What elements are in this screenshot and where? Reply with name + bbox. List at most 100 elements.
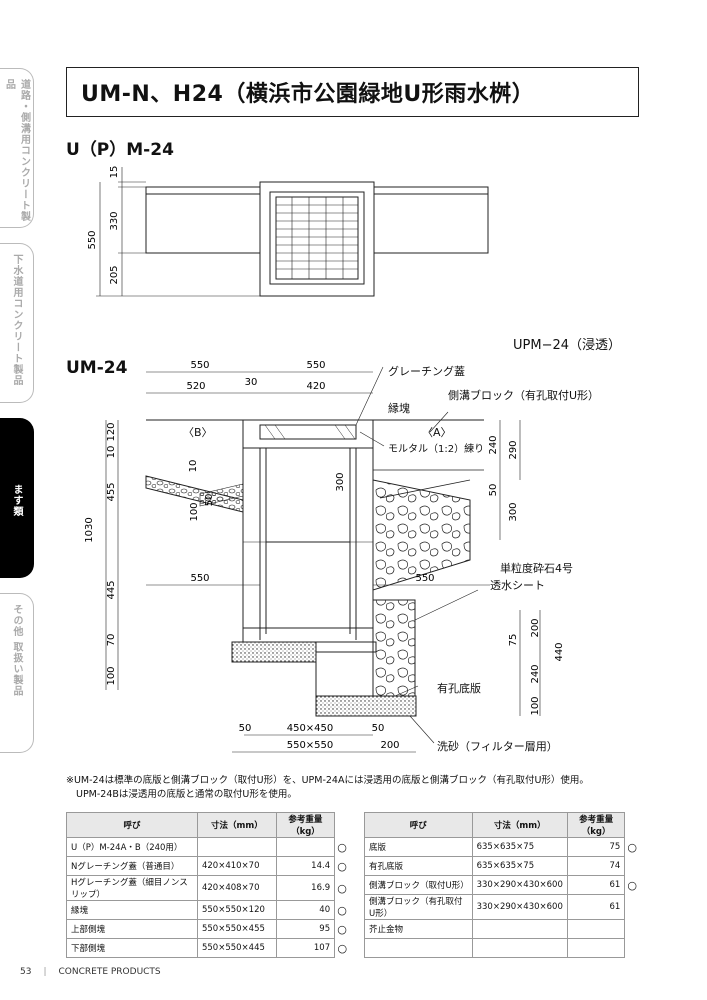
- dim-label: 445: [106, 580, 117, 599]
- dim-label: 420: [306, 381, 325, 392]
- spec-table-left: 呼び 寸法（mm） 参考重量（kg） U（P）M-24A・B（240用）○ Nグ…: [66, 812, 350, 958]
- section-upm24-infiltration: UPM−24（浸透）: [513, 338, 622, 353]
- note-line-1: ※UM-24は標準の底版と側溝ブロック（取付U形）を、UPM-24Aには浸透用の…: [66, 775, 589, 786]
- cell-size: 550×550×455: [196, 919, 277, 939]
- dim-label: 200: [530, 618, 541, 637]
- dim-label: 455: [106, 482, 117, 501]
- table-header-row: 呼び 寸法（mm） 参考重量（kg）: [364, 812, 640, 838]
- page-number: 53: [20, 967, 32, 977]
- col-weight: 参考重量（kg）: [566, 812, 626, 838]
- cell-name: 側溝ブロック（取付U形）: [364, 875, 473, 895]
- dim-label: 300: [508, 502, 519, 521]
- cell-weight: [566, 938, 626, 958]
- side-tab-masu[interactable]: ます類: [0, 418, 34, 578]
- dim-label: 550×550: [287, 740, 334, 751]
- cell-weight: 40: [275, 900, 336, 920]
- dim-label: 520: [186, 381, 205, 392]
- cell-mark: ○: [337, 903, 347, 917]
- dim-label: 30: [245, 377, 258, 388]
- cell-size: 550×550×120: [196, 900, 277, 920]
- dim-label: 240: [488, 435, 499, 454]
- cell-weight: 95: [275, 919, 336, 939]
- side-tab-label: 道路・側溝用コンクリート製品: [3, 79, 30, 222]
- cell-mark: [625, 895, 640, 920]
- dim-label: 450×450: [287, 723, 334, 734]
- cell-size: 330×290×430×600: [471, 875, 568, 895]
- cell-size: 420×410×70: [196, 856, 277, 876]
- dim-label: 100: [189, 502, 200, 521]
- cell-size: [471, 919, 568, 939]
- cell-weight: 16.9: [275, 875, 336, 901]
- cell-name: 有孔底版: [364, 856, 473, 876]
- side-tab-other[interactable]: その他 取扱い製品: [0, 593, 34, 753]
- dim-label: 550: [190, 360, 209, 371]
- cell-weight: 61: [566, 875, 626, 895]
- side-tab-label: ます類: [11, 484, 22, 517]
- dim-label: 240: [530, 664, 541, 683]
- cell-size: 635×635×75: [471, 856, 568, 876]
- dim-label: 100: [530, 696, 541, 715]
- callout-grating: グレーチング蓋: [388, 365, 465, 378]
- table-row: [364, 938, 640, 958]
- dim-label: 10: [106, 446, 117, 459]
- dim-label: 50: [488, 484, 499, 497]
- page-footer: 53|CONCRETE PRODUCTS: [20, 967, 161, 977]
- dim-label: 550: [415, 573, 434, 584]
- cell-mark: ○: [627, 878, 637, 892]
- dim-label: 10: [188, 460, 199, 473]
- cell-weight: [275, 837, 336, 857]
- cell-weight: [566, 919, 626, 939]
- dim-label: 75: [508, 634, 519, 647]
- cell-mark: [625, 939, 640, 958]
- col-weight: 参考重量（kg）: [275, 812, 336, 838]
- cell-mark: ○: [337, 941, 348, 955]
- cell-weight: 61: [566, 894, 626, 920]
- table-header-row: 呼び 寸法（mm） 参考重量（kg）: [66, 812, 350, 838]
- col-size: 寸法（mm）: [471, 812, 568, 838]
- dim-label: 200: [380, 740, 399, 751]
- col-name: 呼び: [66, 812, 198, 838]
- table-row: 芥止金物: [364, 919, 640, 939]
- page-title-box: UM-N、H24（横浜市公園緑地U形雨水桝）: [66, 67, 639, 117]
- cell-name: 上部側塊: [66, 919, 198, 939]
- cell-size: 635×635×75: [471, 837, 568, 857]
- dim-label: 70: [106, 634, 117, 647]
- dim-label: 550: [190, 573, 209, 584]
- side-tab-road[interactable]: 道路・側溝用コンクリート製品: [0, 68, 34, 228]
- callout-sand: 洗砂（フィルター層用）: [437, 740, 558, 753]
- cell-name: 側溝ブロック（有孔取付U形）: [364, 894, 473, 920]
- callout-perforated-base: 有孔底版: [437, 682, 481, 695]
- dim-label: 290: [508, 440, 519, 459]
- dim-label: 300: [335, 472, 346, 491]
- dim-label: 50: [372, 723, 385, 734]
- table-row: U（P）M-24A・B（240用）○: [66, 837, 350, 857]
- dim-label: 550: [306, 360, 325, 371]
- cell-size: [471, 938, 568, 958]
- footer-label: CONCRETE PRODUCTS: [58, 967, 161, 977]
- dim-label: 50: [239, 723, 252, 734]
- callout-a: 〈A〉: [422, 426, 452, 439]
- callout-b: 〈B〉: [183, 426, 213, 439]
- cell-name: 縁塊: [66, 900, 198, 920]
- cell-name: 芥止金物: [364, 919, 473, 939]
- cell-weight: 75: [566, 837, 626, 857]
- cell-mark: ○: [337, 859, 347, 873]
- callout-edge: 縁塊: [388, 402, 410, 415]
- dim-label: 550: [87, 230, 98, 249]
- cell-mark: ○: [337, 922, 347, 936]
- cell-mark: ○: [337, 840, 347, 854]
- side-tab-sewer[interactable]: 下水道用コンクリート製品: [0, 243, 34, 403]
- cell-size: 330×290×430×600: [471, 894, 568, 920]
- cell-name: 底版: [364, 837, 473, 857]
- col-mark: [625, 813, 640, 838]
- dim-label: 330: [109, 211, 120, 230]
- cell-size: 420×408×70: [196, 875, 277, 901]
- col-name: 呼び: [364, 812, 473, 838]
- cell-mark: ○: [337, 881, 347, 895]
- cell-weight: 74: [566, 856, 626, 876]
